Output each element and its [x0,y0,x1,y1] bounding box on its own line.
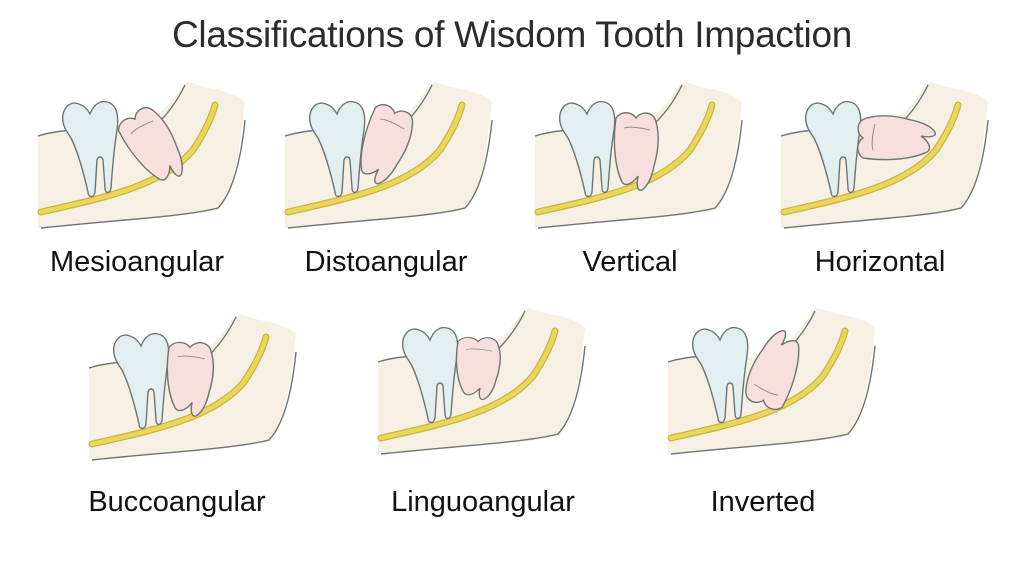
label-distoangular: Distoangular [304,246,468,278]
label-horizontal: Horizontal [814,246,946,278]
panel-distoangular [280,80,500,230]
panel-vertical [530,80,750,230]
buccoangular-illustration [84,312,304,462]
diagram-title: Classifications of Wisdom Tooth Impactio… [171,14,853,55]
label-buccoangular: Buccoangular [88,486,266,518]
label-inverted: Inverted [710,486,816,518]
mesioangular-illustration [33,80,253,230]
label-vertical: Vertical [582,246,678,278]
panel-mesioangular [33,80,253,230]
panel-linguoangular [373,306,593,456]
panel-inverted [663,306,883,456]
horizontal-illustration [776,80,996,230]
vertical-illustration [530,80,750,230]
label-mesioangular: Mesioangular [49,246,225,278]
linguoangular-illustration [373,306,593,456]
label-linguoangular: Linguoangular [391,486,575,518]
panel-buccoangular [84,312,304,462]
inverted-illustration [663,306,883,456]
distoangular-illustration [280,80,500,230]
panel-horizontal [776,80,996,230]
